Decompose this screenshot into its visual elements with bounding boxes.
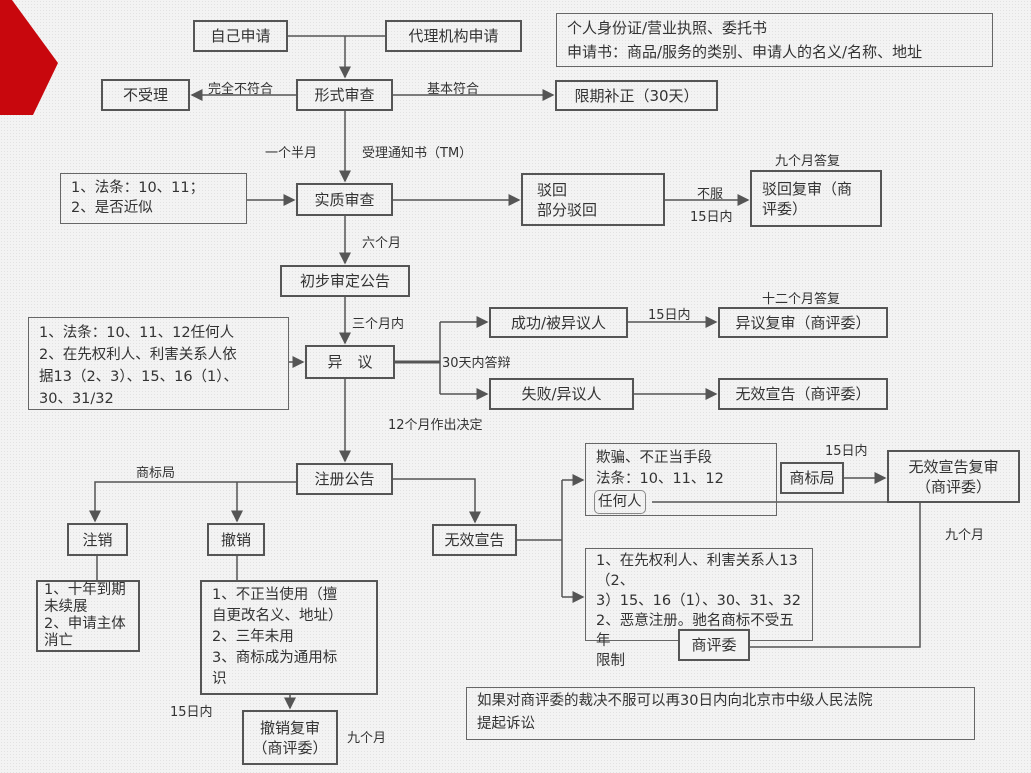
invalidation-review-box: 无效宣告复审（商评委） [887,450,1020,503]
fraud-law-note: 欺骗、不正当手段法条：10、11、12 [585,443,777,516]
self-apply-box: 自己申请 [193,20,288,52]
substantive-review-box: 实质审查 [296,183,393,216]
label-twelve-month-reply: 十二个月答复 [762,292,841,307]
label-within-15-c: 15日内 [825,444,868,459]
invalidation-trab-box: 无效宣告（商评委） [718,378,888,410]
label-nine-months-b: 九个月 [347,731,387,746]
trab-box: 商评委 [678,629,750,661]
label-nine-months-a: 九个月 [945,528,985,543]
label-nine-month-reply: 九个月答复 [775,154,841,169]
agent-apply-box: 代理机构申请 [385,20,522,52]
materials-note: 个人身份证/营业执照、委托书申请书：商品/服务的类别、申请人的名义/名称、地址 [556,13,993,67]
success-box: 成功/被异议人 [489,307,628,338]
formal-review-box: 形式审查 [296,79,393,111]
rejection-box: 驳回部分驳回 [521,173,665,226]
label-month-half: 一个半月 [265,146,318,161]
label-decision-12-months: 12个月作出决定 [388,418,483,433]
tmo-box: 商标局 [780,462,844,494]
label-within-three-months: 三个月内 [352,317,405,332]
court-note: 如果对商评委的裁决不服可以再30日内向北京市中级人民法院提起诉讼 [466,687,975,740]
registration-notice-box: 注册公告 [296,463,393,495]
label-not-accept: 不服 [697,187,724,202]
cancellation-box: 注销 [67,523,128,556]
label-six-months: 六个月 [362,236,402,251]
label-tmo: 商标局 [136,466,176,481]
substantive-law-note: 1、法条：10、11；2、是否近似 [60,173,247,224]
label-not-compliant: 完全不符合 [208,82,274,97]
revocation-box: 撤销 [207,523,265,556]
opposition-box: 异 议 [305,345,395,379]
failure-box: 失败/异议人 [489,378,634,410]
label-reply-30-days: 30天内答辩 [442,356,511,371]
label-basically-compliant: 基本符合 [427,82,480,97]
opposition-review-box: 异议复审（商评委） [718,307,888,338]
reject-accept-box: 不受理 [101,79,190,111]
label-within-15-b: 15日内 [648,308,691,323]
red-corner-decoration [0,0,58,115]
rejection-review-box: 驳回复审（商评委） [750,170,882,227]
invalidation-box: 无效宣告 [432,524,517,556]
label-notice-tm: 受理通知书（TM） [362,146,473,161]
revocation-review-box: 撤销复审（商评委） [242,710,338,765]
correction-box: 限期补正（30天） [555,80,718,111]
preliminary-notice-box: 初步审定公告 [280,265,410,297]
label-within-15-d: 15日内 [170,705,213,720]
anyone-tag: 任何人 [594,490,646,514]
label-within-15-a: 15日内 [690,210,733,225]
